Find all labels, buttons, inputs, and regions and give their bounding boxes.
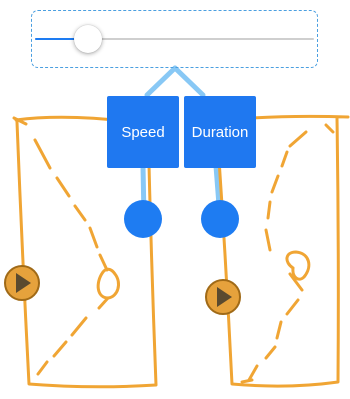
sketch-drawing xyxy=(12,114,350,389)
right-panel-path xyxy=(247,130,308,382)
left-panel-loop xyxy=(96,267,120,300)
left-panel-path xyxy=(33,138,110,376)
slider-track[interactable] xyxy=(35,38,314,40)
play-button-left[interactable] xyxy=(4,265,40,301)
slider-box xyxy=(31,10,318,68)
speed-button[interactable]: Speed xyxy=(107,96,179,168)
slider-thumb[interactable] xyxy=(74,25,102,53)
play-button-right[interactable] xyxy=(205,279,241,315)
right-panel-marks xyxy=(240,123,335,384)
speed-handle[interactable] xyxy=(124,200,162,238)
duration-handle[interactable] xyxy=(201,200,239,238)
play-icon xyxy=(16,273,31,293)
duration-button[interactable]: Duration xyxy=(184,96,256,168)
slider-fill xyxy=(35,38,88,40)
right-panel-loop xyxy=(285,250,311,281)
play-icon xyxy=(217,287,232,307)
